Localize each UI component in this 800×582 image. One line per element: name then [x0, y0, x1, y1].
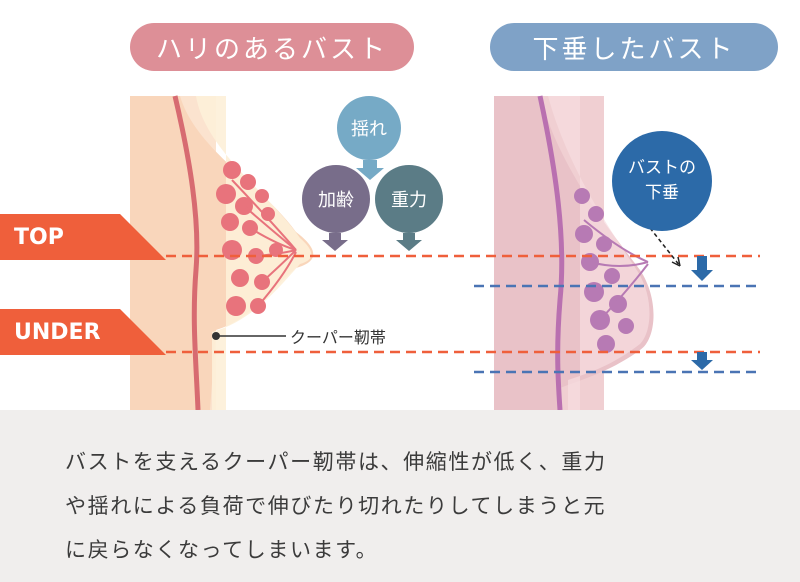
firm-breast-title: ハリのあるバスト: [130, 23, 414, 71]
sway-force-bubble: 揺れ: [337, 96, 401, 160]
sagging-bubble-line2: 下垂: [645, 183, 679, 203]
sagging-bubble-line1: バストの: [628, 158, 696, 179]
aging-force-bubble: 加齢: [302, 165, 370, 233]
caption-line-1: バストを支えるクーパー靭帯は、伸縮性が低く、重力: [65, 450, 607, 474]
sagging-bubble: バストの 下垂: [612, 131, 712, 231]
sagging-breast-illustration: [494, 95, 654, 410]
diagram-area: ハリのあるバスト 下垂したバスト TOP UNDER 揺れ 加齢 重力 バストの…: [0, 23, 778, 410]
caption-box: バストを支えるクーパー靭帯は、伸縮性が低く、重力 や揺れによる負荷で伸びたり切れ…: [0, 410, 800, 582]
cooper-ligament-label: クーパー靭帯: [290, 328, 386, 347]
caption-line-3: に戻らなくなってしまいます。: [65, 538, 379, 562]
firm-breast-illustration: [130, 95, 314, 410]
caption-line-2: や揺れによる負荷で伸びたり切れたりしてしまうと元: [65, 494, 607, 518]
sagging-breast-title: 下垂したバスト: [490, 23, 778, 71]
breast-illustration: [130, 95, 760, 410]
level-lines: [166, 254, 760, 374]
force-arrows: [322, 160, 422, 251]
sag-arrows: [649, 227, 713, 370]
top-level-label: TOP: [0, 214, 166, 260]
gravity-force-bubble: 重力: [375, 165, 443, 233]
